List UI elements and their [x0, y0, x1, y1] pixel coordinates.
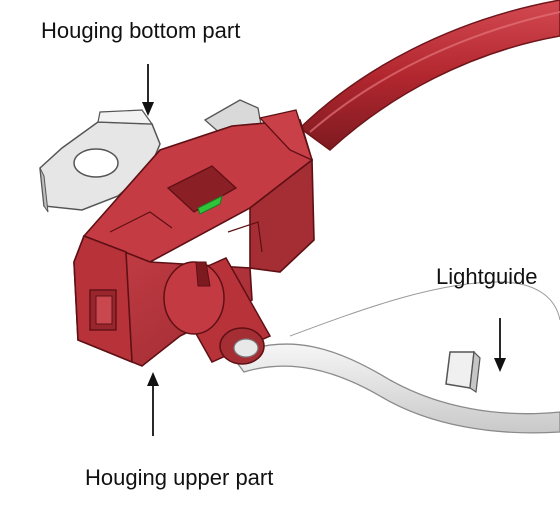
- arrow-lightguide-icon: [494, 318, 506, 372]
- mounting-hole-icon: [73, 148, 119, 178]
- arrow-housing-upper-icon: [147, 372, 159, 436]
- label-housing-bottom: Houging bottom part: [41, 18, 241, 43]
- red-cable: [298, 0, 560, 151]
- lightguide-tip: [445, 350, 481, 394]
- arrow-housing-bottom-icon: [142, 64, 154, 116]
- indicator-green-icon: [197, 195, 223, 215]
- lightguide-cable: [230, 281, 560, 434]
- label-lightguide: Lightguide: [436, 264, 538, 289]
- light-port: [163, 257, 272, 365]
- label-housing-upper: Houging upper part: [85, 465, 274, 490]
